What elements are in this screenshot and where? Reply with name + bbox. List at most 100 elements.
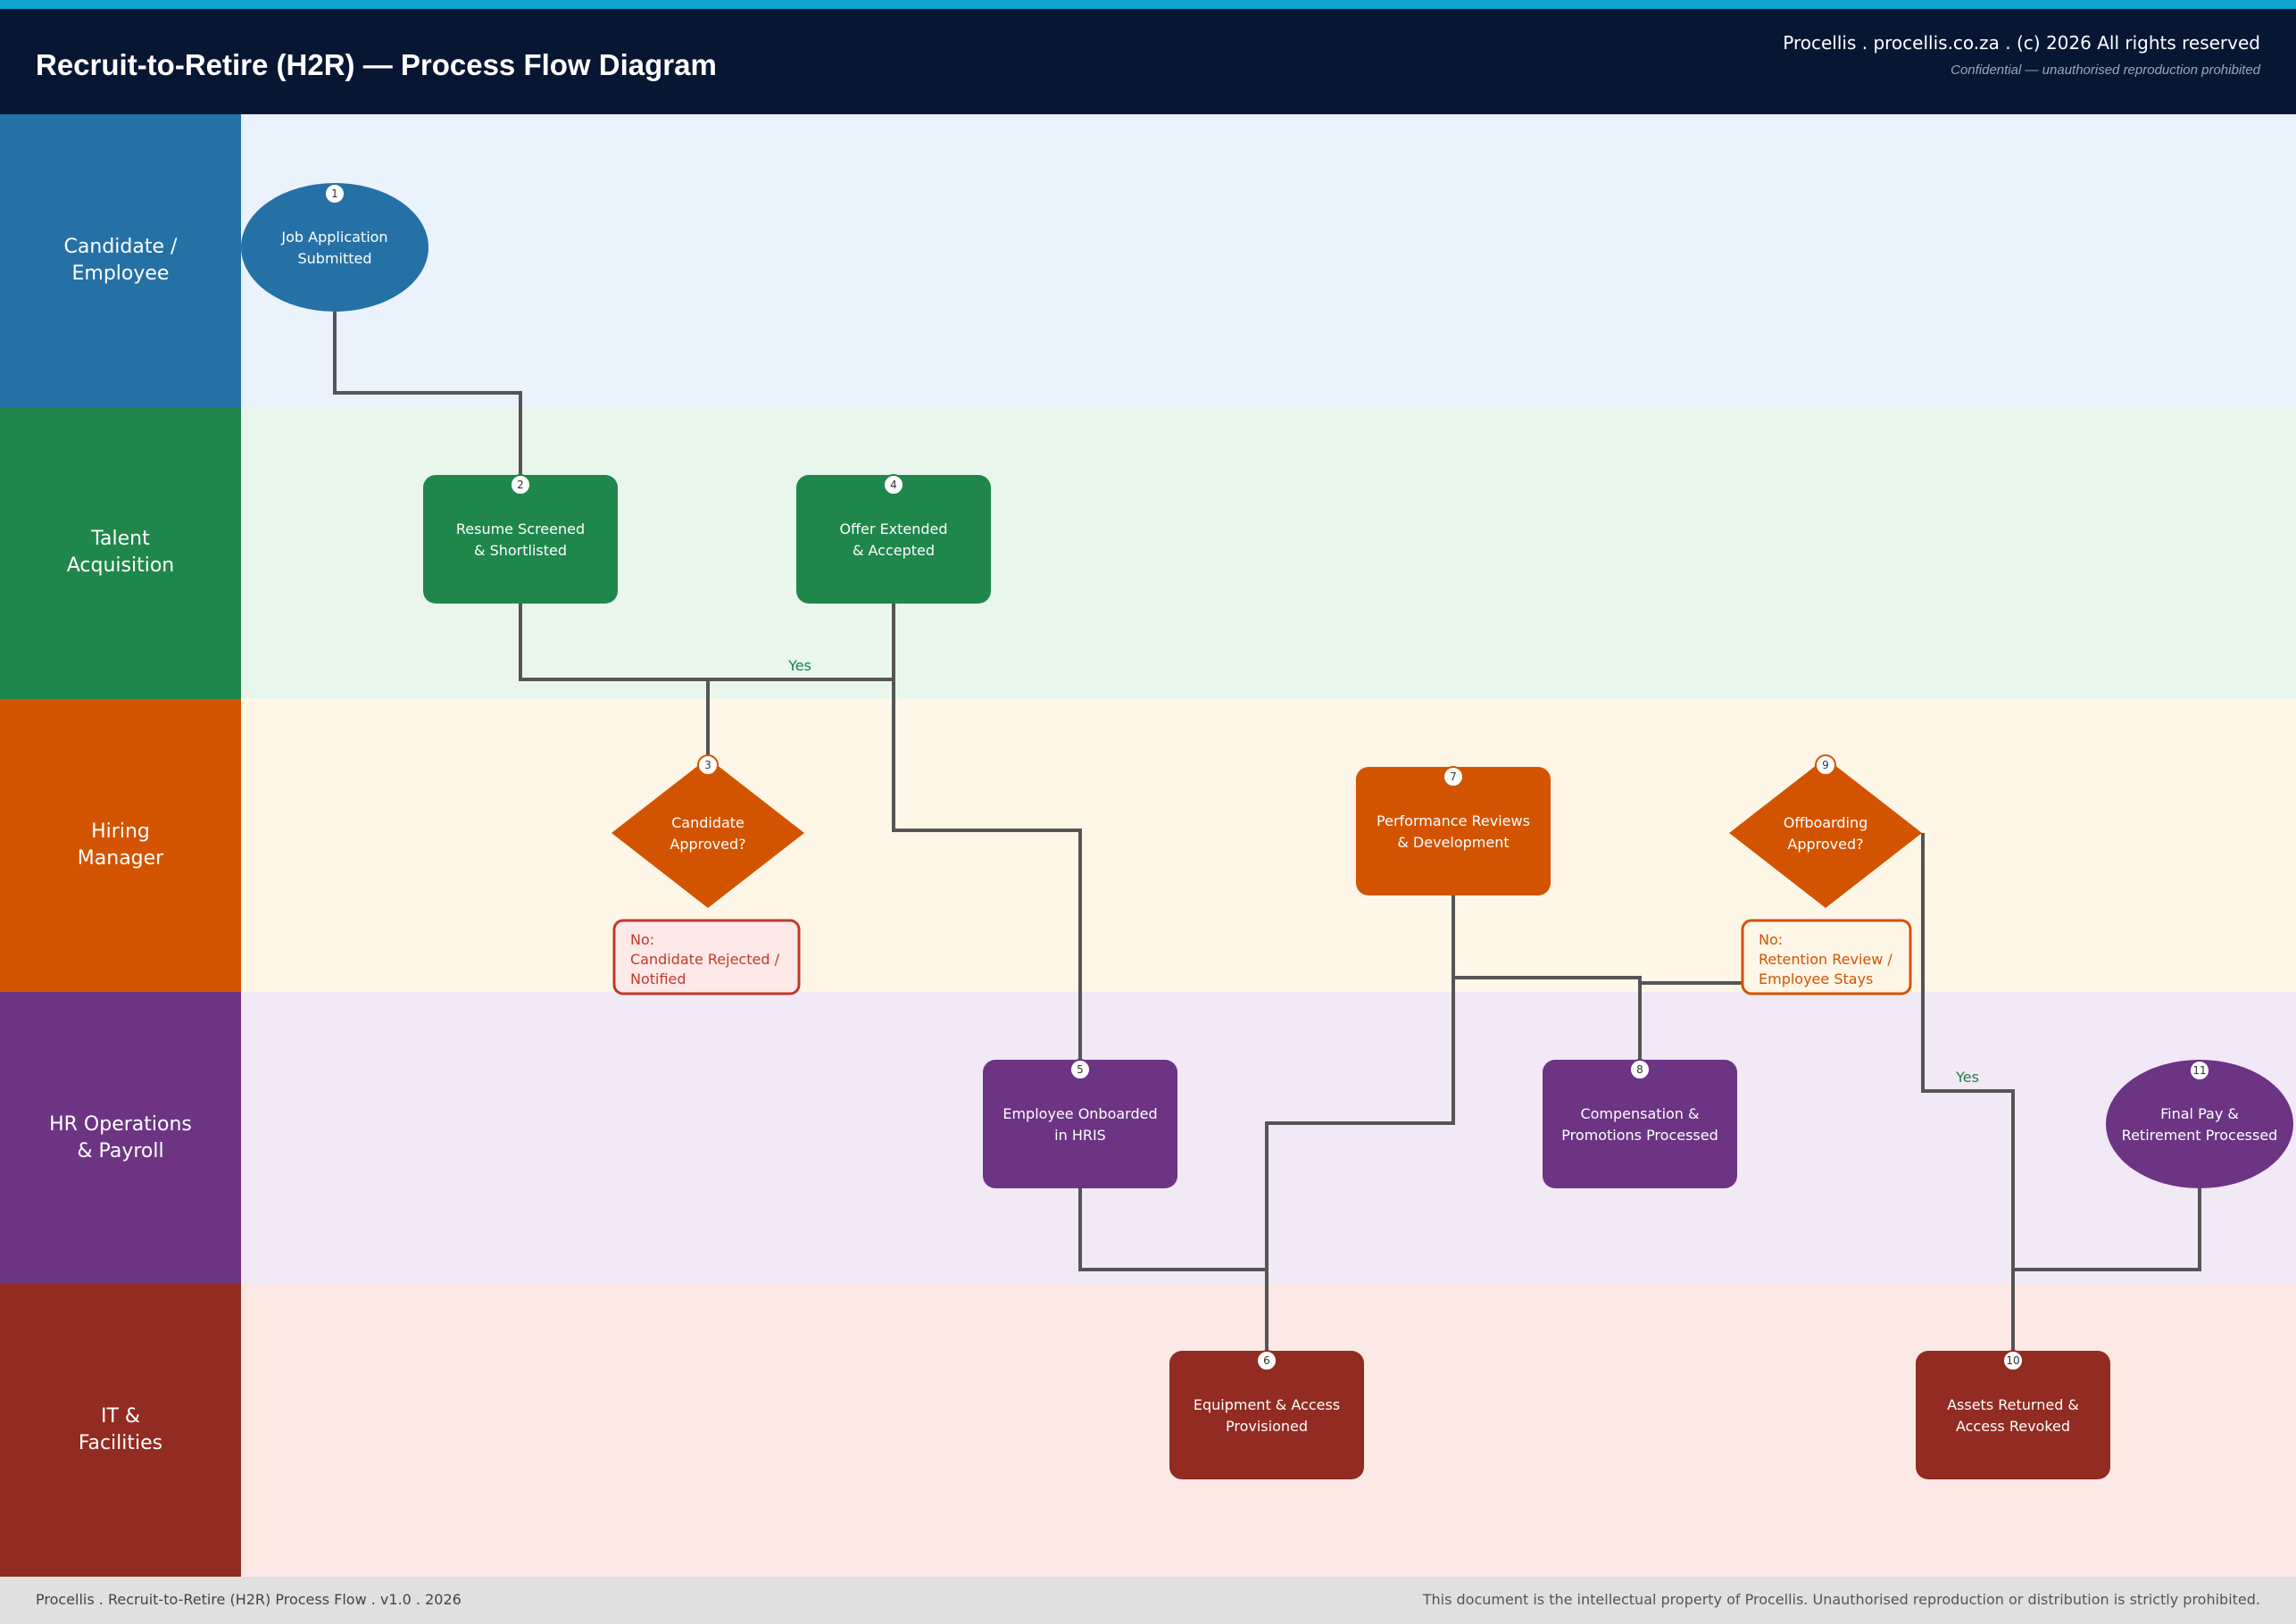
node-shape [2106, 1060, 2293, 1188]
step-number: 3 [704, 759, 711, 771]
step-badge [697, 754, 719, 776]
step-number: 10 [2006, 1354, 2019, 1367]
node-shape [1729, 758, 1922, 908]
edge-label-yes-offboarding: Yes [1955, 1069, 1979, 1086]
note-box [612, 919, 801, 995]
lane-label-talent: Talent Acquisition [0, 406, 241, 700]
step-number: 11 [2192, 1064, 2206, 1077]
connector-n2-n3 [519, 604, 710, 759]
step-badge [510, 474, 531, 496]
node-label: Approved? [670, 836, 745, 853]
note-line: No: [1759, 931, 1783, 948]
node-label: Equipment & Access [1194, 1396, 1340, 1413]
note-line: Employee Stays [1759, 970, 1873, 987]
footer-right-text: This document is the intellectual proper… [1422, 1591, 2260, 1608]
step-badge [1069, 1059, 1091, 1080]
note-line: Notified [630, 970, 686, 987]
node-shape [611, 758, 804, 908]
lane-label-hiring: Hiring Manager [0, 699, 241, 992]
node-label: Retirement Processed [2122, 1127, 2278, 1144]
node-label: Compensation & [1580, 1105, 1699, 1122]
connector-n4-n5 [892, 679, 1082, 1070]
note-line: No: [630, 931, 654, 948]
node-label: Resume Screened [456, 521, 585, 537]
step-badge [1256, 1350, 1277, 1371]
note-box [1741, 919, 1912, 995]
node-shape [983, 1060, 1177, 1188]
node-label: Candidate [671, 814, 745, 831]
node-label: Job Application [280, 229, 387, 246]
connector-n7-n8 [1453, 976, 1642, 1070]
node-label: Submitted [297, 250, 371, 267]
connector-n1-n2 [333, 310, 522, 485]
note-line: Retention Review / [1759, 951, 1893, 968]
step-number: 9 [1822, 759, 1829, 771]
node-shape [423, 475, 618, 604]
lane-background-hiring [241, 699, 2296, 992]
step-badge [1443, 766, 1464, 787]
node-shape [1169, 1351, 1364, 1479]
node-label: & Shortlisted [474, 542, 567, 559]
node-label: Assets Returned & [1947, 1396, 2079, 1413]
node-shape [241, 183, 428, 312]
lane-label-hrops: HR Operations & Payroll [0, 991, 241, 1285]
note-line: Candidate Rejected / [630, 951, 780, 968]
note-rejected-note: No: Candidate Rejected / Notified [612, 919, 801, 995]
step-badge [2189, 1060, 2210, 1081]
connector-n9-n10 [1921, 833, 2015, 1362]
node-label: Final Pay & [2160, 1105, 2239, 1122]
node-shape [796, 475, 991, 604]
lane-label-it: IT & Facilities [0, 1284, 241, 1577]
edge-label-yes-offer: Yes [787, 657, 811, 674]
step-badge [324, 183, 345, 204]
copyright-text: Procellis . procellis.co.za . (c) 2026 A… [1783, 32, 2260, 54]
node-shape [1356, 767, 1551, 895]
node-shape [1543, 1060, 1737, 1188]
node-label: Employee Onboarded [1002, 1105, 1157, 1122]
page-title: Recruit-to-Retire (H2R) — Process Flow D… [36, 48, 717, 81]
connector-n5-n6 [1078, 1188, 1269, 1362]
node-label: Performance Reviews [1377, 812, 1530, 829]
node-label: Approved? [1787, 836, 1863, 853]
node-label: & Development [1397, 834, 1509, 851]
lane-label-candidate: Candidate / Employee [0, 114, 241, 407]
note-retention-note: No: Retention Review / Employee Stays [1741, 919, 1912, 995]
node-label: Promotions Processed [1561, 1127, 1718, 1144]
node-label: & Accepted [853, 542, 935, 559]
step-number: 5 [1077, 1063, 1084, 1076]
step-badge [883, 474, 904, 496]
connectors [333, 310, 2201, 1362]
step-number: 4 [890, 479, 897, 491]
node-shape [1916, 1351, 2110, 1479]
step-number: 2 [517, 479, 524, 491]
page-footer: Procellis . Recruit-to-Retire (H2R) Proc… [0, 1577, 2296, 1624]
step-number: 6 [1263, 1354, 1270, 1367]
node-label: Offboarding [1784, 814, 1868, 831]
step-badge [1815, 754, 1836, 776]
connector-n11-n10 [2013, 1188, 2201, 1271]
accent-bar [0, 0, 2296, 9]
step-number: 8 [1636, 1063, 1643, 1076]
node-label: Provisioned [1226, 1418, 1308, 1435]
confidential-note: Confidential — unauthorised reproduction… [1951, 62, 2260, 78]
step-number: 7 [1450, 770, 1457, 783]
node-label: Offer Extended [839, 521, 947, 537]
node-label: Access Revoked [1956, 1418, 2070, 1435]
lane-background-candidate [241, 114, 2296, 407]
step-badge [2002, 1350, 2024, 1371]
step-number: 1 [331, 187, 338, 200]
footer-left-text: Procellis . Recruit-to-Retire (H2R) Proc… [36, 1591, 462, 1608]
